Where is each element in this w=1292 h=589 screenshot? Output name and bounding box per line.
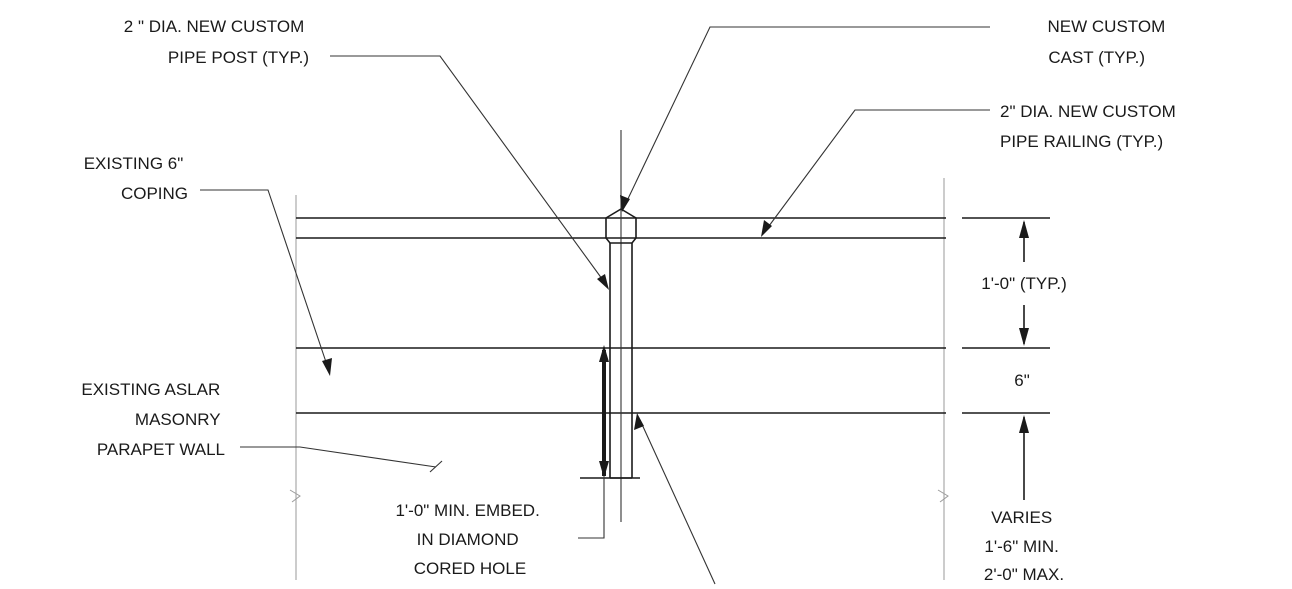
leader-pipe-post-arrow <box>597 274 609 290</box>
label-cast-line-1: NEW CUSTOM <box>1048 17 1166 36</box>
label-pipe-railing-line-1: 2" DIA. NEW CUSTOM <box>1000 102 1176 121</box>
label-embed-line-2: IN DIAMOND <box>417 530 519 549</box>
leader-parapet-tick <box>429 460 443 473</box>
leader-cast-arrow <box>620 195 630 212</box>
cast-fitting <box>605 208 637 244</box>
dim-wall-label: VARIES 1'-6" MIN. 2'-0" MAX. <box>984 508 1064 584</box>
label-coping-line-2: COPING <box>121 184 188 203</box>
break-mark-right <box>937 489 949 503</box>
leader-embed <box>578 478 605 539</box>
dim-rail-label: 1'-0" (TYP.) <box>981 274 1067 293</box>
leader-coping <box>200 189 329 369</box>
label-embed: 1'-0" MIN. EMBED. IN DIAMOND CORED HOLE <box>395 501 544 578</box>
label-parapet: EXISTING ASLAR MASONRY PARAPET WALL <box>81 380 225 459</box>
label-cast-line-2: CAST (TYP.) <box>1048 48 1145 67</box>
leader-pipe-railing <box>765 109 990 231</box>
leader-pipe-post <box>330 55 606 284</box>
label-cast: NEW CUSTOM CAST (TYP.) <box>1048 17 1170 67</box>
label-pipe-railing-line-2: PIPE RAILING (TYP.) <box>1000 132 1163 151</box>
dim-wall-line-1: VARIES <box>991 508 1052 527</box>
label-embed-line-1: 1'-0" MIN. EMBED. <box>395 501 539 520</box>
label-pipe-post-line-1: 2 " DIA. NEW CUSTOM <box>124 17 304 36</box>
label-coping: EXISTING 6" COPING <box>84 154 188 203</box>
label-pipe-post-line-2: PIPE POST (TYP.) <box>168 48 309 67</box>
embed-arrow-bottom <box>599 461 609 478</box>
leader-coping-arrow <box>322 358 332 376</box>
leader-cored-hole-arrow <box>634 413 644 430</box>
leader-cast <box>624 26 990 206</box>
dim-rail-arrow-down <box>1019 328 1029 346</box>
label-pipe-post: 2 " DIA. NEW CUSTOM PIPE POST (TYP.) <box>124 17 309 67</box>
dim-wall-line-2: 1'-6" MIN. <box>984 537 1058 556</box>
dim-wall-arrow-up <box>1019 415 1029 433</box>
dim-rail-arrow-up <box>1019 220 1029 238</box>
embed-arrow-top <box>599 345 609 362</box>
label-pipe-railing: 2" DIA. NEW CUSTOM PIPE RAILING (TYP.) <box>1000 102 1180 151</box>
label-parapet-line-1: EXISTING ASLAR <box>81 380 220 399</box>
dim-wall-line-3: 2'-0" MAX. <box>984 565 1064 584</box>
break-mark-left <box>289 489 301 503</box>
label-coping-line-1: EXISTING 6" <box>84 154 184 173</box>
leader-pipe-railing-arrow <box>761 220 772 237</box>
label-parapet-line-3: PARAPET WALL <box>97 440 225 459</box>
dim-coping-label: 6" <box>1014 371 1030 390</box>
leader-cored-hole <box>639 419 716 585</box>
label-parapet-line-2: MASONRY <box>135 410 220 429</box>
leader-parapet <box>240 446 437 468</box>
label-embed-line-3: CORED HOLE <box>414 559 526 578</box>
